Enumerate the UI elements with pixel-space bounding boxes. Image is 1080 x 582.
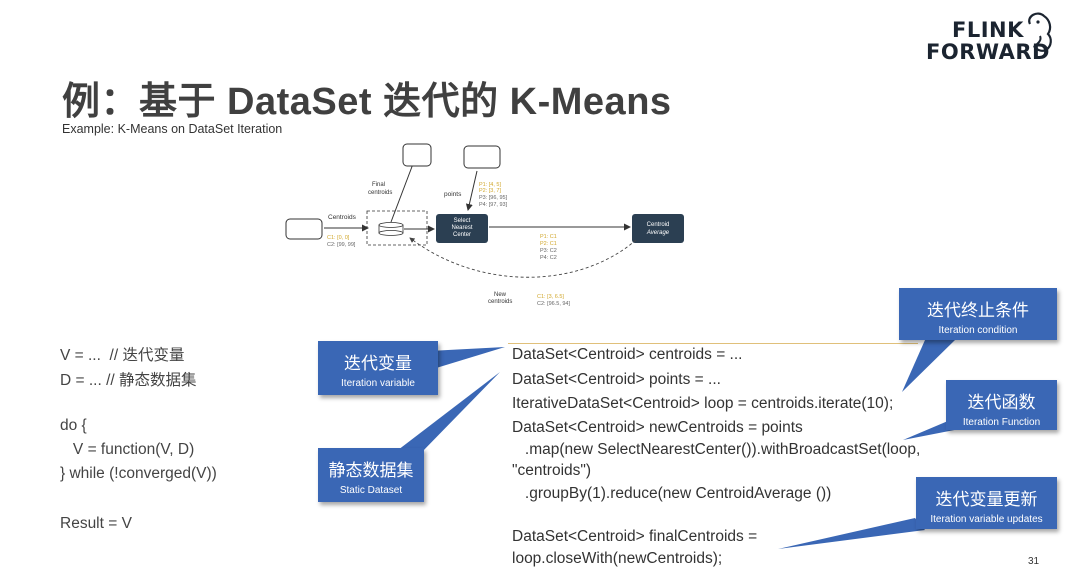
average-node-line-2: Average [646, 230, 670, 236]
centroid-value-2: C2: [99, 99] [327, 242, 356, 248]
code-line: .map(new SelectNearestCenter()).withBroa… [512, 441, 921, 458]
pointer-iteration-updates [778, 518, 925, 549]
assign-value-4: P4: C2 [540, 255, 557, 261]
feedback-loop-edge [409, 237, 637, 278]
callout-iteration-condition: 迭代终止条件 Iteration condition [899, 288, 1057, 340]
callout-zh: 迭代变量更新 [935, 490, 1038, 509]
callout-en: Iteration variable [341, 378, 415, 389]
centroid-value-1: C1: [0, 0] [327, 235, 350, 241]
callout-zh: 迭代变量 [344, 354, 412, 373]
new-centroid-value-2: C2: [96.5, 94] [537, 301, 570, 307]
code-line: DataSet<Centroid> points = ... [512, 371, 721, 388]
database-icon [378, 222, 404, 236]
new-centroid-value-1: C1: [3, 6.5] [537, 294, 564, 300]
logo-line-1: FLINK [952, 18, 1024, 42]
callout-en: Iteration Function [962, 417, 1041, 428]
assign-value-1: P1: C1 [540, 234, 557, 240]
average-node-line-1: Centroid [647, 222, 670, 228]
final-centroids-label-1: Final [372, 182, 385, 188]
code-line: IterativeDataSet<Centroid> loop = centro… [512, 395, 894, 412]
pseudocode-line: V = function(V, D) [60, 441, 195, 458]
squirrel-icon [1028, 12, 1052, 52]
callout-en: Static Dataset [339, 485, 403, 496]
iteration-boundary [366, 210, 428, 246]
kmeans-iteration-diagram: Centroids C1: [0, 0] C2: [99, 99] Final … [285, 143, 684, 307]
centroids-source-box [285, 218, 323, 240]
final-centroids-label-2: centroids [368, 190, 392, 196]
page-number: 31 [1028, 556, 1040, 567]
slide-title: 例：基于 DataSet 迭代的 K-Means [62, 81, 672, 123]
select-node-line-2: Nearest [451, 225, 472, 231]
callout-en: Iteration variable updates [930, 514, 1043, 525]
point-value-1: P1: [4, 5] [479, 182, 501, 188]
callout-iteration-updates: 迭代变量更新 Iteration variable updates [916, 477, 1057, 529]
logo-line-2: FORWARD [926, 40, 1050, 64]
centroids-label: Centroids [328, 214, 357, 221]
pseudocode-line: Result = V [60, 515, 132, 532]
assign-value-2: P2: C1 [540, 241, 557, 247]
assign-value-3: P3: C2 [540, 248, 557, 254]
code-line: DataSet<Centroid> newCentroids = points [512, 419, 803, 436]
code-line: DataSet<Centroid> centroids = ... [512, 346, 743, 363]
callout-iteration-function: 迭代函数 Iteration Function [946, 380, 1057, 430]
point-value-3: P3: [96, 95] [479, 195, 508, 201]
point-value-2: P2: [3, 7] [479, 188, 501, 194]
points-source-box [463, 145, 501, 169]
code-divider [508, 343, 918, 344]
callout-iteration-variable: 迭代变量 Iteration variable [318, 341, 438, 395]
pseudocode-line: } while (!converged(V)) [60, 465, 217, 482]
pseudocode-line: V = ... // 迭代变量 [60, 347, 185, 364]
centroid-average-node [632, 214, 684, 243]
callout-zh: 静态数据集 [328, 461, 414, 480]
callout-zh: 迭代终止条件 [927, 301, 1029, 320]
callout-static-dataset: 静态数据集 Static Dataset [318, 448, 424, 502]
new-centroids-label-2: centroids [488, 299, 512, 305]
pseudocode-line: D = ... // 静态数据集 [60, 372, 197, 389]
select-nearest-center-node [436, 214, 488, 243]
callout-zh: 迭代函数 [967, 393, 1036, 412]
flink-forward-logo: FLINK FORWARD [924, 12, 1054, 66]
code-line: loop.closeWith(newCentroids); [512, 550, 723, 567]
select-node-line-3: Center [453, 232, 471, 238]
callout-en: Iteration condition [938, 325, 1018, 336]
code-line: "centroids") [512, 462, 592, 479]
points-label: points [444, 191, 462, 198]
final-centroids-output-box [402, 143, 432, 167]
code-line: .groupBy(1).reduce(new CentroidAverage (… [512, 485, 832, 502]
select-node-line-1: Select [454, 218, 471, 224]
new-centroids-label-1: New [494, 292, 507, 298]
pseudocode-line: do { [60, 417, 87, 434]
point-value-4: P4: [97, 93] [479, 202, 508, 208]
code-line: DataSet<Centroid> finalCentroids = [512, 528, 758, 545]
slide-subtitle: Example: K-Means on DataSet Iteration [62, 122, 283, 136]
